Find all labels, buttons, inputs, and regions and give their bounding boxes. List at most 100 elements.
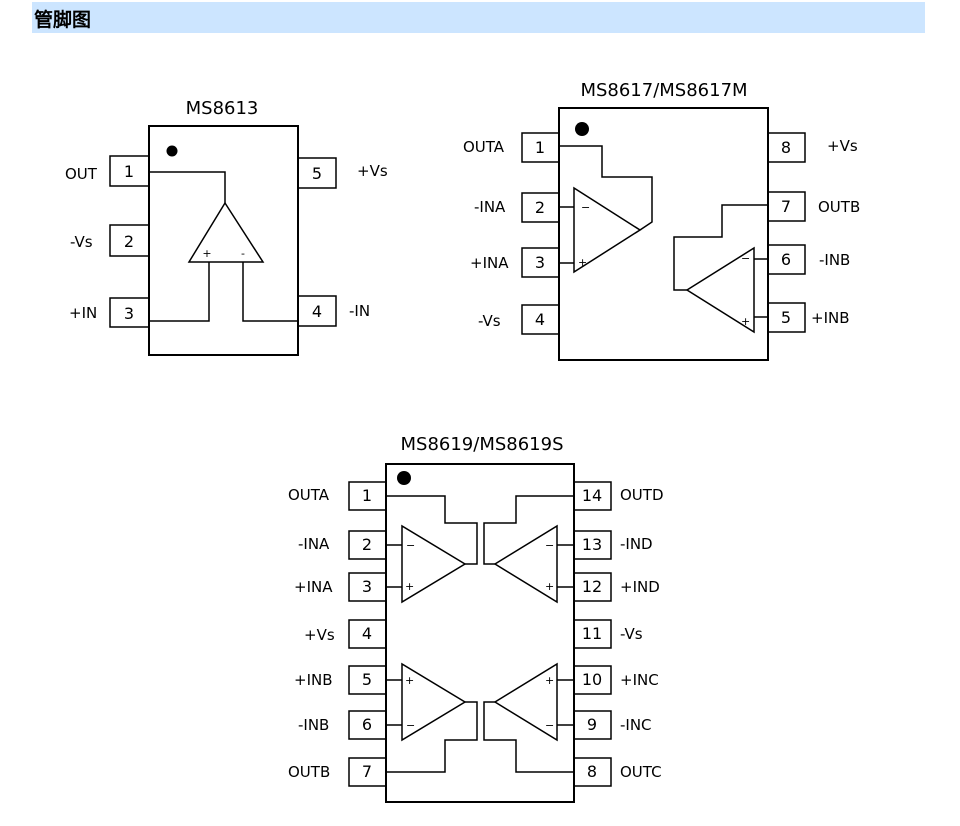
pin-number: 5 bbox=[362, 670, 372, 689]
pin-label: +Vs bbox=[827, 137, 858, 155]
pin-box bbox=[348, 619, 387, 649]
pin-number: 3 bbox=[124, 304, 134, 323]
pin-label: OUTD bbox=[620, 486, 664, 504]
pin-label: +Vs bbox=[357, 162, 388, 180]
pin-number: 8 bbox=[587, 762, 597, 781]
pin-label: OUTA bbox=[463, 138, 505, 156]
pin-number: 4 bbox=[535, 310, 545, 329]
pin-box bbox=[109, 297, 150, 328]
plus-sign: + bbox=[202, 247, 211, 260]
pin-number: 7 bbox=[781, 197, 791, 216]
minus-sign: − bbox=[545, 719, 554, 732]
output-wire bbox=[149, 171, 226, 203]
opamp-b-triangle bbox=[401, 662, 467, 742]
pin-label: -INB bbox=[298, 716, 329, 734]
pin-number: 6 bbox=[781, 250, 791, 269]
pin-number: 5 bbox=[781, 308, 791, 327]
opamp-b-output-wire bbox=[673, 204, 768, 291]
opamp-a-triangle bbox=[573, 186, 642, 274]
pin-label: +IND bbox=[620, 578, 660, 596]
chip-body bbox=[558, 107, 769, 361]
plus-sign: + bbox=[405, 674, 414, 687]
pin-box bbox=[767, 191, 806, 222]
pin-label: OUTA bbox=[288, 486, 330, 504]
opamp-triangle bbox=[187, 201, 265, 263]
pin-box bbox=[109, 224, 150, 257]
minus-sign: − bbox=[581, 201, 590, 214]
pin-label: -INA bbox=[298, 535, 330, 553]
pin1-marker bbox=[397, 471, 411, 485]
pin-label: -Vs bbox=[620, 625, 643, 643]
pin-number: 2 bbox=[124, 232, 134, 251]
pin-label: -IN bbox=[349, 302, 370, 320]
chip-title: MS8619/MS8619S bbox=[400, 434, 563, 455]
minus-sign: − bbox=[741, 252, 750, 265]
minus-sign: − bbox=[545, 539, 554, 552]
opamp-d-output-wire bbox=[483, 495, 574, 565]
minus-sign: − bbox=[406, 539, 415, 552]
pin-box bbox=[521, 304, 560, 335]
pin-label: +Vs bbox=[304, 626, 335, 644]
opamp-b-output-wire bbox=[386, 701, 478, 773]
pin-number: 12 bbox=[582, 577, 602, 596]
opamp-c-triangle bbox=[493, 662, 558, 742]
minus-sign: − bbox=[406, 719, 415, 732]
plus-sign: + bbox=[405, 580, 414, 593]
pin-box bbox=[297, 295, 337, 327]
pin-label: +INA bbox=[470, 254, 509, 272]
pin-label: -IND bbox=[620, 535, 653, 553]
pin-label: +INB bbox=[811, 309, 850, 327]
pin-number: 7 bbox=[362, 762, 372, 781]
opamp-a-triangle bbox=[401, 524, 467, 604]
pin-label: -Vs bbox=[70, 233, 93, 251]
plus-sign: + bbox=[545, 674, 554, 687]
pin-box bbox=[109, 155, 150, 187]
pin-label: +IN bbox=[69, 304, 97, 322]
opamp-c-output-wire bbox=[483, 701, 574, 773]
plus-input-wire bbox=[149, 262, 210, 322]
pin-box bbox=[297, 157, 337, 189]
pin1-marker bbox=[166, 145, 178, 157]
chip-ms8613: MS8613 1 OUT 2 -Vs 3 +IN 4 -IN 5 +Vs + - bbox=[65, 98, 388, 356]
pin-label: -INC bbox=[620, 716, 652, 734]
pin-number: 10 bbox=[582, 670, 602, 689]
pin-number: 3 bbox=[535, 253, 545, 272]
pin-label: -Vs bbox=[478, 312, 501, 330]
pin-label: OUTB bbox=[818, 198, 860, 216]
pin-label: -INB bbox=[819, 251, 850, 269]
chip-title: MS8617/MS8617M bbox=[580, 80, 747, 101]
pin-number: 8 bbox=[781, 138, 791, 157]
opamp-a-output-wire bbox=[386, 495, 478, 565]
pin-number: 3 bbox=[362, 577, 372, 596]
opamp-d-triangle bbox=[493, 524, 558, 604]
pin1-marker bbox=[575, 122, 589, 136]
pin-number: 6 bbox=[362, 715, 372, 734]
pin-number: 5 bbox=[312, 164, 322, 183]
chip-ms8619: MS8619/MS8619S 1 OUTA 2 -INA 3 +INA 4 +V… bbox=[288, 434, 664, 803]
pin-label: +INB bbox=[294, 671, 333, 689]
pin-number: 14 bbox=[582, 486, 602, 505]
plus-sign: + bbox=[578, 256, 587, 269]
pin-box bbox=[767, 132, 806, 163]
pin-number: 13 bbox=[582, 535, 602, 554]
chip-ms8617: MS8617/MS8617M 1 OUTA 2 -INA 3 +INA 4 -V… bbox=[463, 80, 860, 361]
plus-sign: + bbox=[741, 315, 750, 328]
pin-number: 1 bbox=[535, 138, 545, 157]
pin-label: +INC bbox=[620, 671, 659, 689]
chip-title: MS8613 bbox=[186, 98, 259, 119]
plus-sign: + bbox=[545, 580, 554, 593]
pin-label: OUTB bbox=[288, 763, 330, 781]
minus-input-wire bbox=[242, 262, 298, 322]
pin-number: 4 bbox=[362, 624, 372, 643]
pin-number: 4 bbox=[312, 302, 322, 321]
pin-label: +INA bbox=[294, 578, 333, 596]
section-title: 管脚图 bbox=[34, 9, 92, 31]
pin-number: 2 bbox=[535, 198, 545, 217]
pin-box bbox=[573, 619, 612, 649]
pin-number: 1 bbox=[124, 162, 134, 181]
section-header: 管脚图 bbox=[32, 2, 925, 33]
pin-label: -INA bbox=[474, 198, 506, 216]
pin-number: 1 bbox=[362, 486, 372, 505]
pin-number: 9 bbox=[587, 715, 597, 734]
